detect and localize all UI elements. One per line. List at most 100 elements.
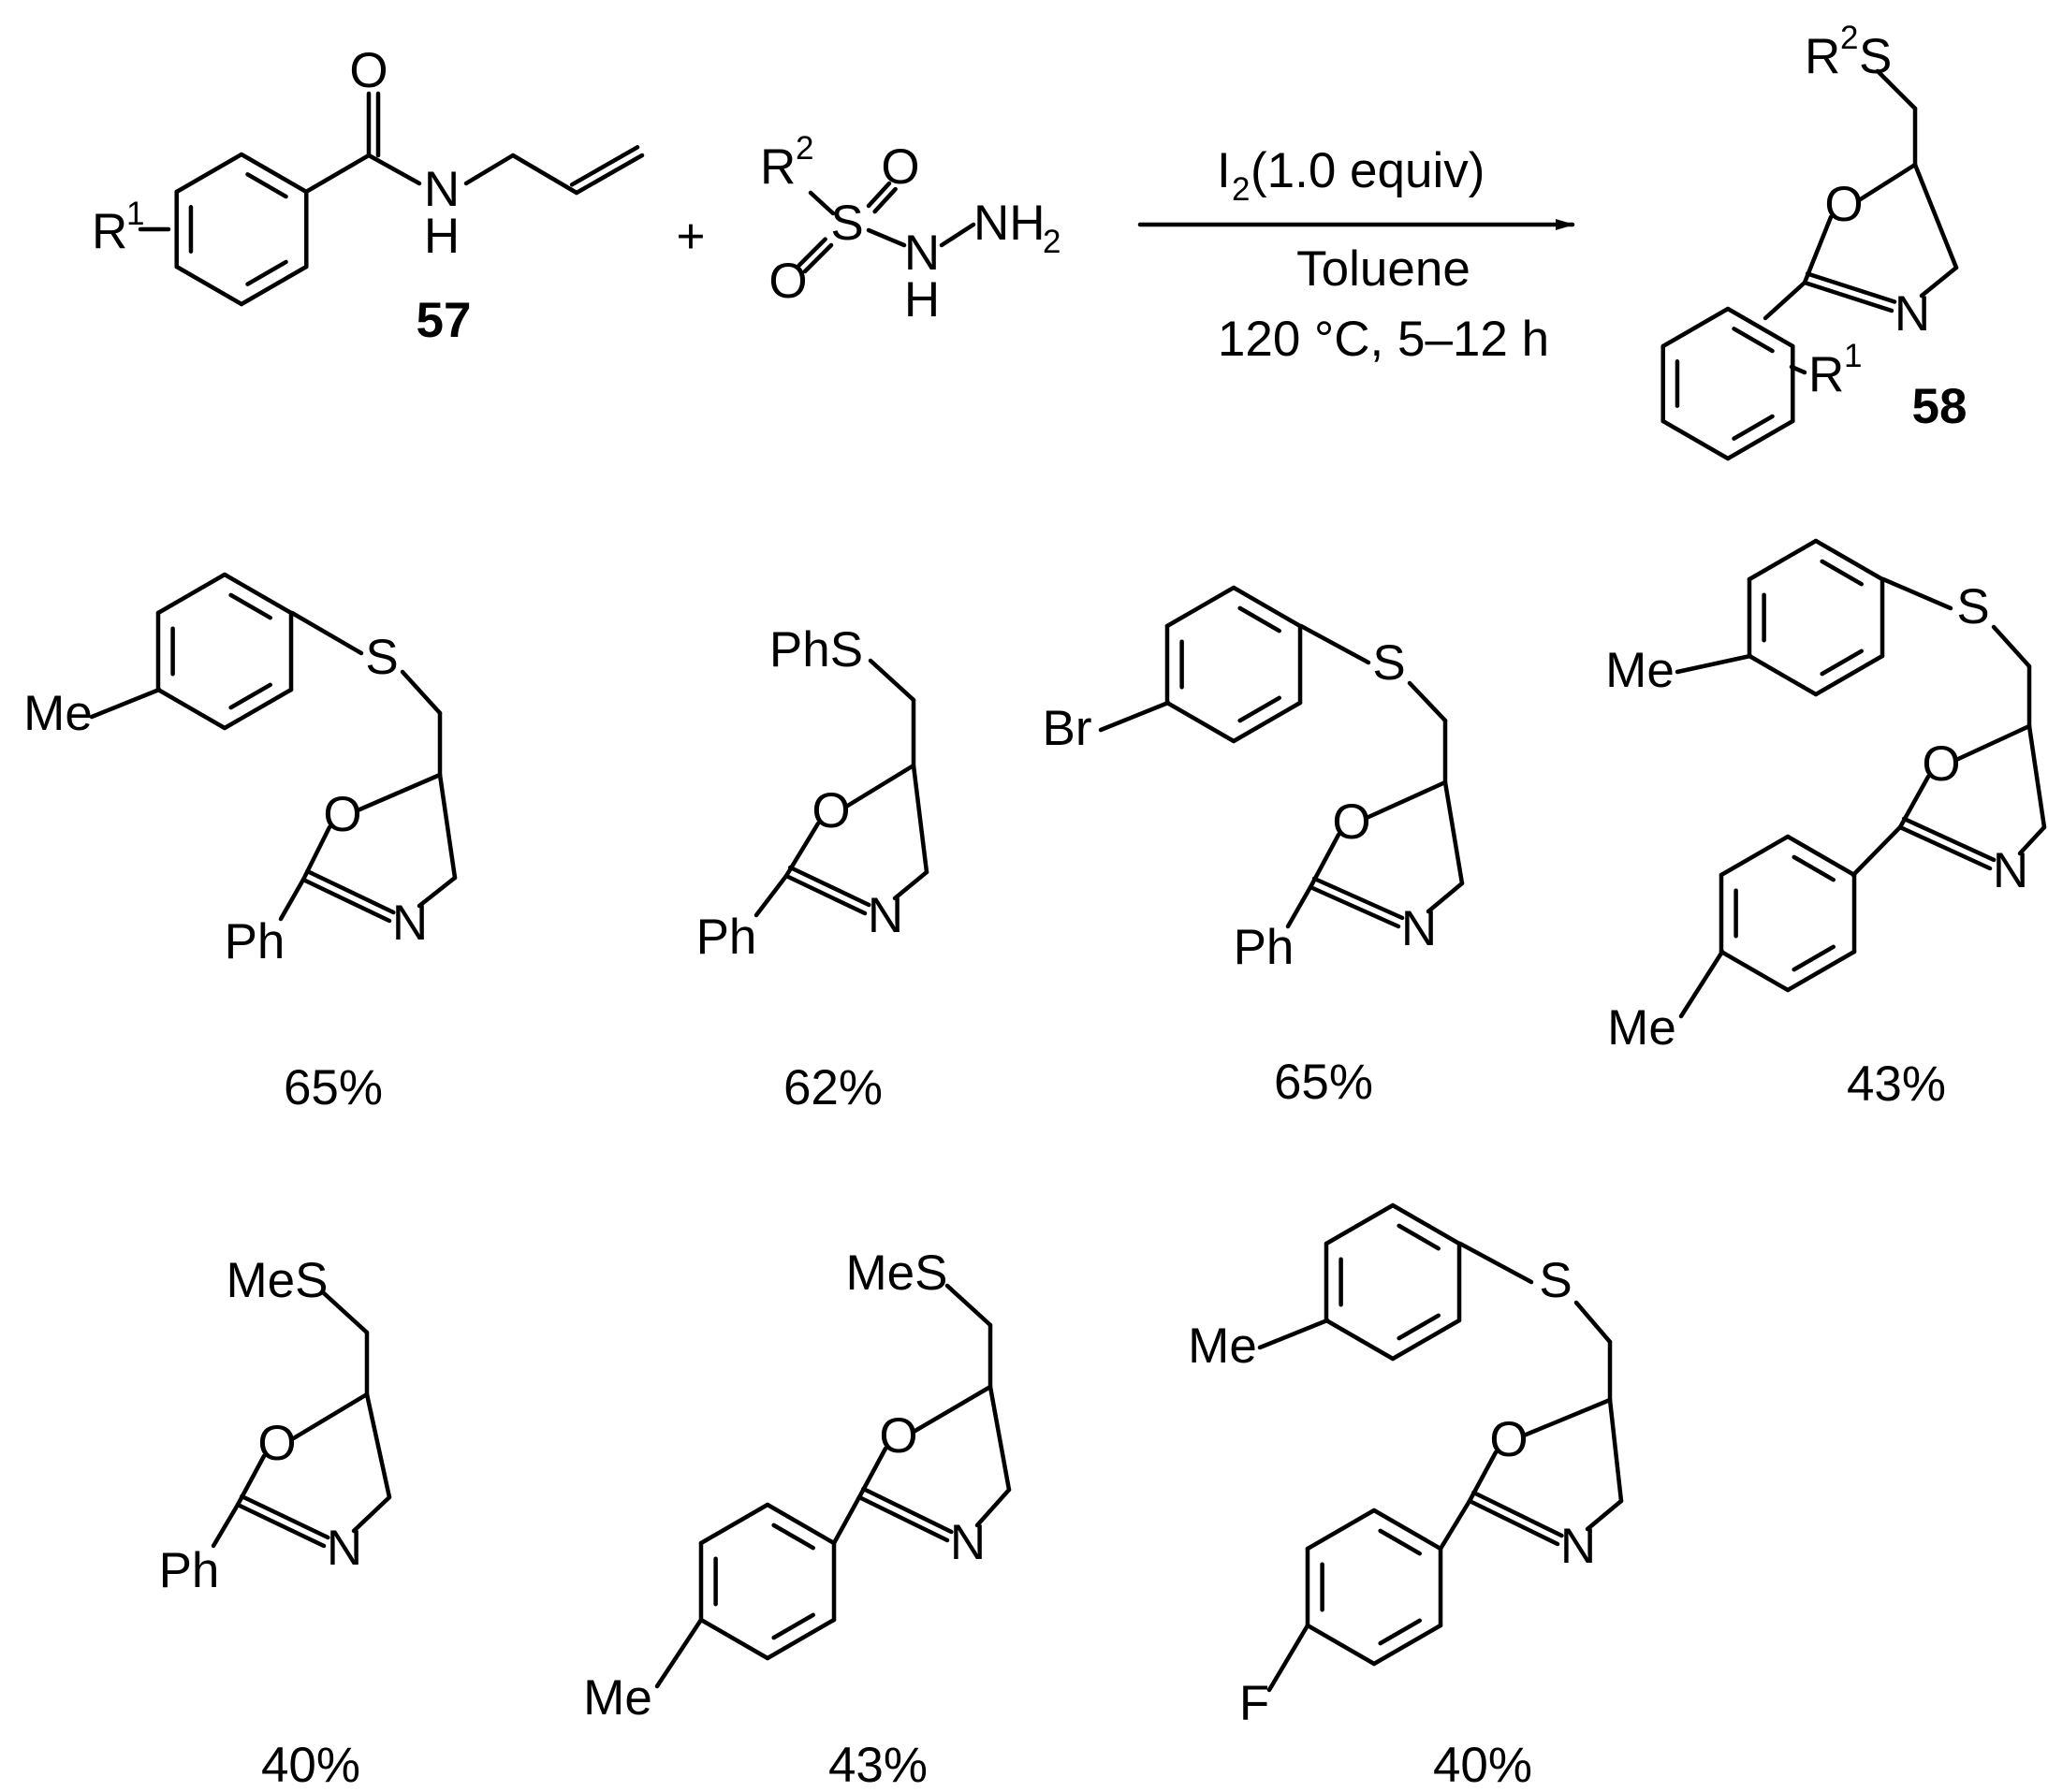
r2s-group: R 2 S [1805, 20, 1892, 84]
ex5-s-ch2-bond [321, 1290, 370, 1335]
ex4-me-top-bond [1675, 653, 1753, 675]
ex4-aryl-ring-bond [1719, 949, 1791, 993]
compound-number-57: 57 [417, 293, 472, 348]
reactant-sulfonyl-hydrazide: R 2 O O S N H NH 2 [760, 130, 1061, 328]
ex3-bromo: Br [1043, 701, 1092, 756]
amide-nitrogen: N [424, 162, 460, 217]
ex3-ring-bond [1164, 700, 1236, 744]
ex2-phenylthio: PhS [769, 622, 863, 677]
ex7-ring-double-bond [1397, 1313, 1441, 1341]
r57-ring-double-bond [245, 259, 288, 286]
ex7-aryl-ring-bond [1305, 1623, 1377, 1667]
ex1-ring-bond [222, 572, 294, 616]
sulfonyl-oxygen-left: O [768, 254, 807, 309]
ex3-c5-c4-bond [1442, 779, 1465, 886]
example-4: Me S O N Me 43% [1605, 538, 2047, 1112]
ex2-yield: 62% [783, 1060, 883, 1115]
ex5-ring-nitrogen: N [327, 1521, 362, 1576]
ex2-s-ch2-bond [868, 658, 916, 703]
ex6-c2-n-double-bond [856, 1494, 950, 1543]
amide-oxygen: O [349, 43, 388, 98]
product-58: R 2 S O N R 1 58 [1660, 20, 1968, 461]
r2-superscript: 2 [796, 130, 813, 167]
r57-ring-bond [174, 152, 244, 195]
compound-number-58: 58 [1912, 379, 1968, 434]
ex4-ring-oxygen: O [1922, 736, 1960, 792]
r2-letter: R [760, 139, 796, 195]
ex1-c5-c4-bond [437, 772, 458, 881]
product-r2-letter: R [1805, 29, 1840, 84]
ex2-phenyl: Ph [696, 910, 757, 965]
ex4-ring-double-bond [1820, 559, 1864, 587]
p58-ring-bond [1660, 418, 1731, 461]
ex2-o-c5-bond [843, 763, 916, 809]
ex7-yield: 40% [1433, 1738, 1532, 1792]
nh2-group: NH 2 [973, 196, 1061, 260]
amide-hydrogen: H [424, 209, 460, 264]
p58-ring-double-bond [1732, 327, 1775, 354]
example-3: Br S O N Ph 65% [1043, 585, 1465, 1110]
reagent-iodine: I [1217, 143, 1231, 198]
p58-ring-bond [1660, 306, 1731, 349]
ex1-ring-double-bond [228, 682, 272, 710]
ex5-c2-n-double-bond [235, 1502, 327, 1549]
ex3-o-c5-bond [1364, 779, 1448, 821]
ex6-aryl-ring-bond [765, 1617, 837, 1661]
product-ring-nitrogen: N [1894, 286, 1930, 342]
r57-c-n-bond [366, 153, 422, 186]
r57-ring-bond [174, 264, 244, 307]
ex7-s-ch2-bond [1573, 1300, 1613, 1345]
ex3-ar-s-bond [1298, 623, 1371, 665]
ex1-ring-bond [222, 687, 294, 731]
ex7-me-bond [1257, 1318, 1330, 1350]
ex3-ring-bond [1231, 700, 1303, 744]
ex6-c4-n-bond [974, 1487, 1012, 1528]
ex3-phenyl: Ph [1234, 920, 1295, 975]
hydrazide-hydrogen: H [904, 272, 940, 328]
p58-c4-n-bond [1919, 265, 1959, 299]
ex4-sulfur: S [1956, 579, 1989, 634]
ex4-aryl-ring-bond [1785, 949, 1857, 993]
product-r2-superscript: 2 [1840, 20, 1858, 56]
ex4-c5-c4-bond [2026, 723, 2047, 830]
ex5-o-c5-bond [289, 1391, 370, 1442]
ex4-aryl-ring-double-bond [1792, 854, 1836, 882]
ex2-ring-nitrogen: N [868, 888, 903, 943]
solvent-label: Toluene [1296, 241, 1470, 297]
ex5-c2-n-double-bond-second [240, 1493, 330, 1540]
ex1-phenyl: Ph [225, 914, 285, 969]
ex4-ring-nitrogen: N [1993, 843, 2028, 898]
ex6-methylthio: MeS [846, 1246, 948, 1301]
ex7-ring-bond [1324, 1318, 1396, 1362]
ex6-yield: 43% [828, 1738, 928, 1792]
ex6-aryl-ring-bond [698, 1617, 770, 1661]
ex3-ring-nitrogen: N [1401, 901, 1437, 956]
hyd-r2-s-bond [808, 190, 836, 216]
p58-c2-n-double-bond-second [1805, 271, 1897, 304]
ex6-ar-c2-bond [831, 1494, 862, 1546]
ex7-ring-bond [1390, 1202, 1462, 1246]
r57-ch2-ch-bond [510, 153, 579, 196]
ex4-ar-c2-bond [1851, 824, 1903, 878]
ex5-c4-n-bond [351, 1494, 392, 1534]
p58-ring-double-bond [1732, 414, 1775, 441]
ex3-yield: 65% [1274, 1055, 1373, 1110]
ex6-s-ch2-bond [944, 1283, 993, 1328]
ex4-ring-bond [1747, 653, 1819, 697]
ex7-sulfur: S [1539, 1253, 1572, 1308]
r1-substituent-label: R 1 [92, 196, 144, 259]
r57-ring-bond [239, 264, 309, 307]
ex7-ring-bond [1324, 1202, 1396, 1246]
hydrazide-nitrogen: N [904, 226, 940, 281]
ex7-c2-n-double-bond-second [1471, 1490, 1564, 1538]
ex4-ring-bond [1813, 653, 1885, 697]
p58-ring-bond [1725, 306, 1795, 349]
reactant-57: R 1 O N H 57 [92, 43, 645, 348]
ex6-c5-c4-bond [987, 1384, 1012, 1493]
ex3-br-bond [1098, 700, 1171, 733]
ex4-o-c5-bond [1953, 723, 2032, 763]
nh2-subscript: 2 [1043, 224, 1061, 260]
ex1-c2-ph-bond [278, 877, 306, 922]
ex1-methyl: Me [23, 686, 93, 741]
ex5-methylthio: MeS [227, 1253, 329, 1308]
